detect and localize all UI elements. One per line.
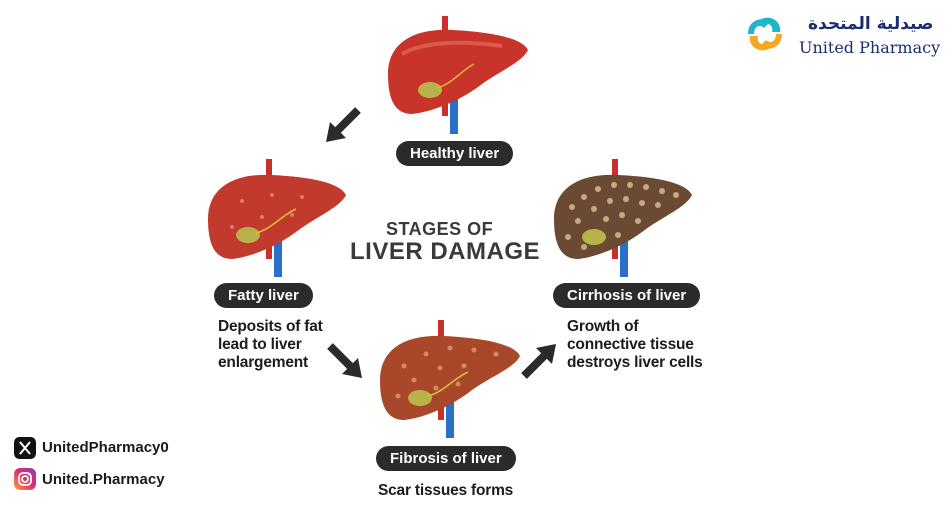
stage-description-fatty: Deposits of fat lead to liver enlargemen…	[218, 318, 323, 371]
brand-name-english: United Pharmacy	[799, 38, 941, 57]
stage-description-cirrhosis: Growth of connective tissue destroys liv…	[567, 318, 703, 371]
cirrhosis-liver-icon	[554, 159, 692, 277]
social-handle-x[interactable]: UnitedPharmacy0	[42, 439, 169, 456]
stage-label-healthy: Healthy liver	[396, 141, 514, 166]
social-handle-instagram[interactable]: United.Pharmacy	[42, 471, 165, 488]
arrow-fatty-to-fibrosis-icon	[327, 343, 362, 378]
stage-label-fatty: Fatty liver	[214, 283, 313, 308]
x-icon	[14, 437, 36, 459]
stage-label-cirrhosis: Cirrhosis of liver	[553, 283, 701, 308]
arrow-healthy-to-fatty-icon	[326, 107, 361, 142]
fibrosis-liver-icon	[380, 320, 520, 438]
arrow-fibrosis-to-cirrhosis-icon	[521, 344, 556, 379]
fatty-liver-icon	[208, 159, 346, 277]
healthy-liver-icon	[388, 16, 528, 134]
stage-label-fibrosis: Fibrosis of liver	[376, 446, 516, 471]
instagram-icon	[14, 468, 36, 490]
stage-description-fibrosis: Scar tissues forms	[378, 482, 514, 499]
diagram-title-line2: LIVER DAMAGE	[350, 238, 541, 265]
diagram-title-line1: STAGES OF	[386, 219, 494, 239]
brand-name-arabic: صيدلية المتحدة	[808, 14, 934, 34]
brand-logo-icon	[748, 17, 782, 51]
